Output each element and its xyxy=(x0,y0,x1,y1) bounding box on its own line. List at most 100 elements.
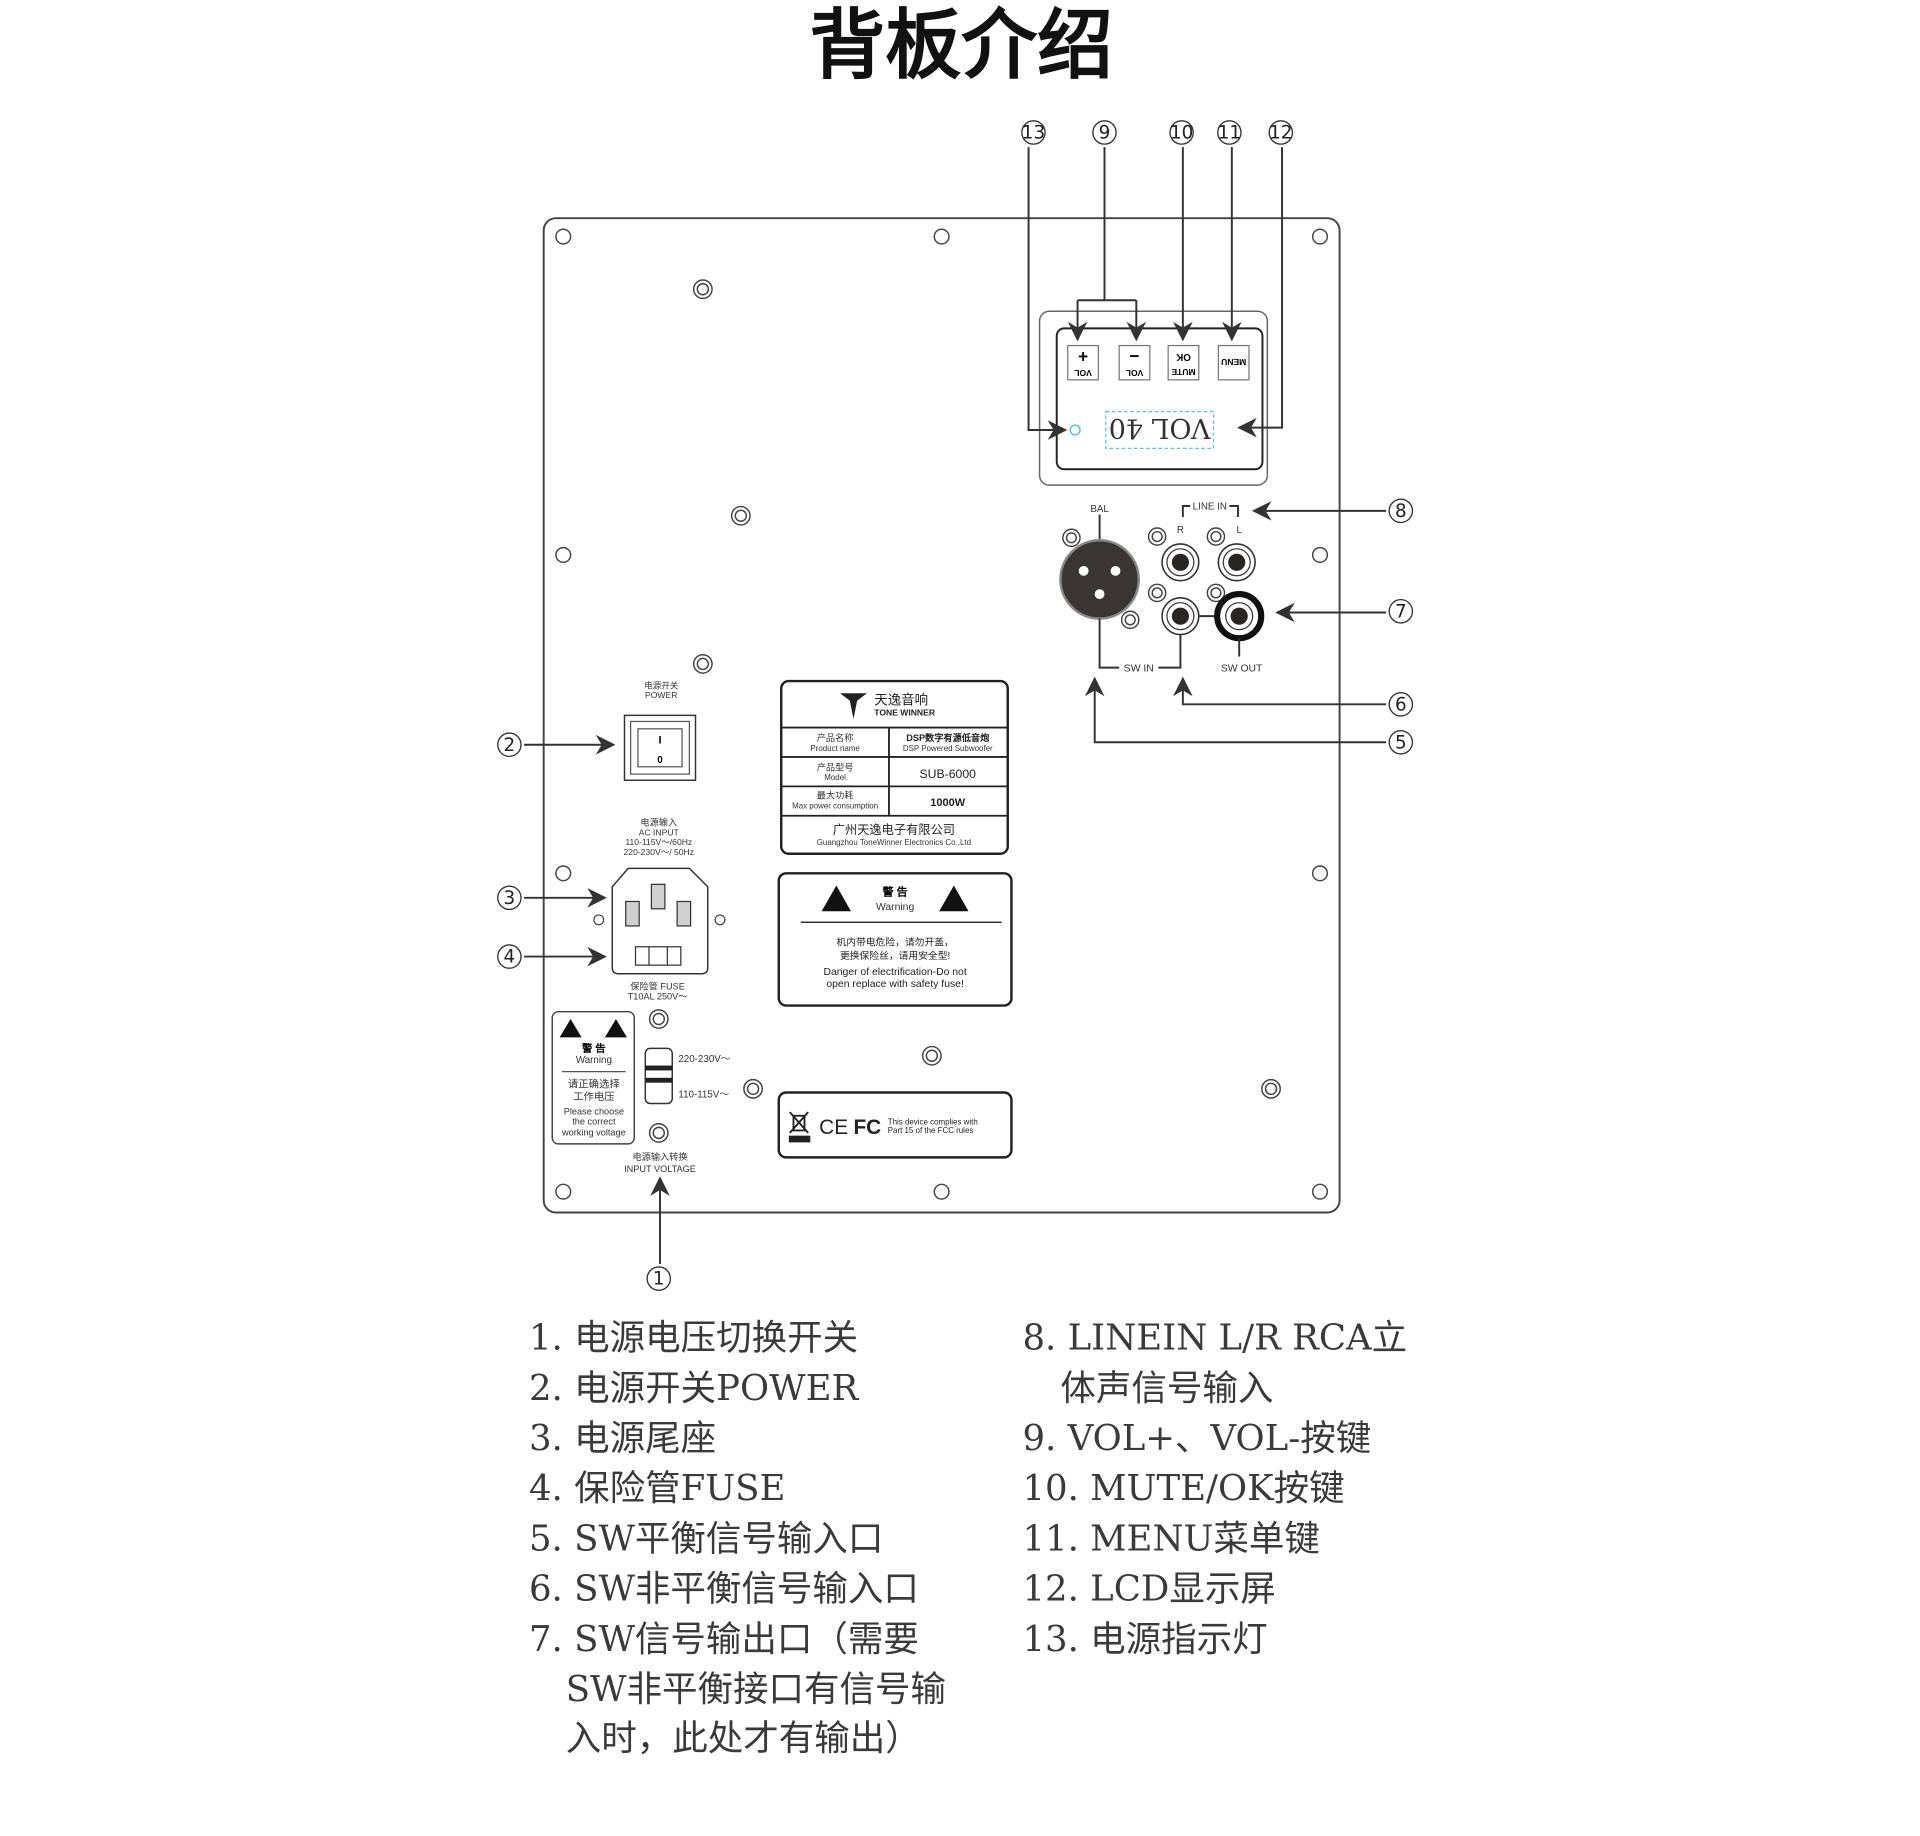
rca-line-in-r xyxy=(1161,543,1200,582)
svg-text:+: + xyxy=(1078,346,1088,366)
screw-holes xyxy=(555,228,1329,1200)
callout-8: 8 xyxy=(1388,498,1414,524)
svg-text:1: 1 xyxy=(653,1269,665,1290)
legend-item: 9. VOL+、VOL-按键 xyxy=(1022,1418,1371,1459)
svg-text:the correct: the correct xyxy=(572,1116,616,1126)
legend-item: 1. 电源电压切换开关 xyxy=(529,1318,858,1359)
legend-item: 体声信号输入 xyxy=(1060,1368,1273,1409)
screw-hole xyxy=(1311,1183,1329,1200)
fuse-label: 保险管 FUSE xyxy=(630,981,685,992)
svg-text:天逸音响: 天逸音响 xyxy=(874,691,928,707)
svg-text:Warning: Warning xyxy=(876,902,915,913)
mount-screw xyxy=(648,1122,669,1143)
rca-line-in-l xyxy=(1217,543,1256,582)
svg-text:DSP Powered Subwoofer: DSP Powered Subwoofer xyxy=(903,744,993,753)
svg-text:13: 13 xyxy=(1022,123,1045,144)
xlr-balanced-input xyxy=(1059,539,1140,620)
svg-text:BAL: BAL xyxy=(1090,504,1109,515)
svg-text:T10AL 250V～: T10AL 250V～ xyxy=(628,991,688,1001)
callout-12: 12 xyxy=(1268,120,1294,145)
svg-text:6: 6 xyxy=(1395,694,1407,715)
svg-text:电源输入: 电源输入 xyxy=(640,817,677,828)
svg-text:110-115V～: 110-115V～ xyxy=(678,1089,729,1100)
svg-text:MUTE: MUTE xyxy=(1171,367,1196,377)
svg-text:POWER: POWER xyxy=(645,690,677,700)
svg-text:工作电压: 工作电压 xyxy=(573,1090,615,1103)
callout-2: 2 xyxy=(497,732,522,758)
svg-text:SW OUT: SW OUT xyxy=(1221,663,1263,674)
svg-text:VOL: VOL xyxy=(1126,368,1144,378)
rca-sw-out xyxy=(1214,591,1265,642)
power-switch[interactable]: 电源开关 POWER I 0 xyxy=(623,679,697,781)
screw-hole xyxy=(555,865,572,882)
svg-text:4: 4 xyxy=(504,947,516,968)
ac-input-socket: 电源输入 AC INPUT 110-115V～/60Hz 220-230V～/ … xyxy=(593,817,726,1001)
svg-text:Danger of electrification-Do n: Danger of electrification-Do not xyxy=(823,967,966,978)
nameplate: 天逸音响 TONE WINNER 产品名称 Product name DSP数字… xyxy=(780,679,1009,855)
callout-leaders xyxy=(524,147,1387,1264)
lcd-display xyxy=(1105,411,1215,450)
vol-down-button[interactable]: − VOL xyxy=(1118,344,1151,381)
svg-text:This device complies with: This device complies with xyxy=(888,1117,978,1126)
power-value: 1000W xyxy=(930,797,966,809)
vol-up-button[interactable]: + VOL xyxy=(1067,344,1099,381)
svg-text:INPUT VOLTAGE: INPUT VOLTAGE xyxy=(624,1164,696,1174)
svg-text:机内带电危险，请勿开盖，: 机内带电危险，请勿开盖， xyxy=(836,936,953,949)
callout-3: 3 xyxy=(497,885,522,911)
svg-text:TONE WINNER: TONE WINNER xyxy=(874,707,936,717)
legend-item: SW非平衡接口有信号输 xyxy=(566,1669,946,1710)
screw-hole xyxy=(555,1183,572,1200)
callout-5: 5 xyxy=(1388,729,1414,755)
svg-text:R: R xyxy=(1177,525,1184,536)
svg-text:110-115V～/60Hz: 110-115V～/60Hz xyxy=(625,837,692,847)
svg-text:电源开关: 电源开关 xyxy=(644,679,679,690)
svg-text:Max power consumption: Max power consumption xyxy=(792,801,878,810)
legend-item: 11. MENU菜单键 xyxy=(1022,1518,1320,1559)
screw-hole xyxy=(933,228,950,245)
mount-screw xyxy=(648,1009,669,1029)
svg-text:VOL: VOL xyxy=(1074,368,1092,378)
svg-text:MENU: MENU xyxy=(1221,357,1246,367)
mount-screw xyxy=(921,1045,942,1066)
svg-text:220-230V～/ 50Hz: 220-230V～/ 50Hz xyxy=(624,847,694,857)
mount-screw xyxy=(730,505,751,526)
fcc-mark: FC xyxy=(853,1116,881,1139)
svg-text:open replace with safety fuse!: open replace with safety fuse! xyxy=(826,979,963,990)
legend-item: 8. LINEIN L/R RCA立 xyxy=(1022,1318,1407,1359)
callout-9: 9 xyxy=(1092,120,1117,145)
screw-hole xyxy=(555,546,572,564)
lcd-text: VOL 40 xyxy=(1109,412,1212,443)
legend-item: 入时，此处才有输出） xyxy=(566,1718,921,1759)
screw-hole xyxy=(1311,228,1329,245)
svg-text:Warning: Warning xyxy=(576,1055,612,1066)
menu-button[interactable]: MENU xyxy=(1217,344,1250,381)
svg-text:SW IN: SW IN xyxy=(1124,663,1154,674)
svg-text:working voltage: working voltage xyxy=(561,1127,626,1137)
mount-screw xyxy=(743,1078,763,1099)
svg-text:产品名称: 产品名称 xyxy=(817,732,854,743)
svg-text:I: I xyxy=(658,735,661,747)
svg-text:请正确选择: 请正确选择 xyxy=(568,1078,621,1091)
svg-text:5: 5 xyxy=(1395,732,1407,753)
svg-text:Part 15 of the FCC rules: Part 15 of the FCC rules xyxy=(888,1126,974,1135)
svg-text:Please choose: Please choose xyxy=(564,1107,624,1117)
page-title: 背板介绍 xyxy=(809,3,1113,88)
svg-text:最大功耗: 最大功耗 xyxy=(817,790,854,801)
mount-screw xyxy=(1261,1078,1281,1099)
legend-item: 7. SW信号输出口（需要 xyxy=(529,1619,919,1660)
voltage-warning-label: 警 告 Warning 请正确选择 工作电压 Please choose the… xyxy=(551,1010,636,1145)
legend-item: 6. SW非平衡信号输入口 xyxy=(529,1569,919,1610)
voltage-selector-switch[interactable]: 220-230V～ 110-115V～ 电源输入转换 INPUT VOLTAGE xyxy=(624,1047,731,1174)
legend-item: 10. MUTE/OK按键 xyxy=(1022,1468,1344,1509)
mount-screw xyxy=(692,654,713,674)
callout-4: 4 xyxy=(497,944,522,969)
svg-text:Guangzhou ToneWinner Electroni: Guangzhou ToneWinner Electronics Co.,Ltd xyxy=(817,838,971,847)
input-output-connectors: BAL LINE IN R L SW IN SW OUT xyxy=(1059,502,1265,674)
svg-text:−: − xyxy=(1129,346,1139,366)
power-led xyxy=(1069,424,1081,436)
ce-mark: CE xyxy=(819,1116,848,1139)
svg-text:Model: Model xyxy=(824,773,846,782)
